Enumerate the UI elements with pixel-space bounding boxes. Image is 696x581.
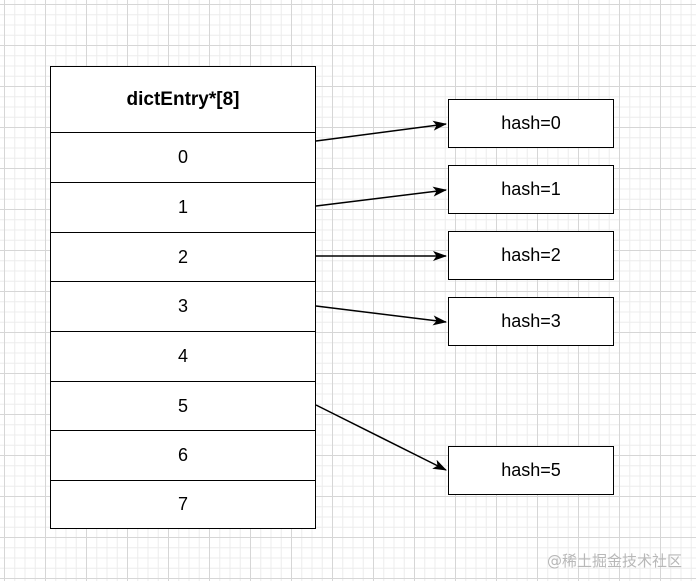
dict-entry-array: dictEntry*[8] 0 1 2 3 4 5 6 7 xyxy=(50,66,316,529)
array-slot-5: 5 xyxy=(51,381,315,430)
array-slot-4: 4 xyxy=(51,331,315,381)
array-header: dictEntry*[8] xyxy=(126,88,240,110)
array-slot-6: 6 xyxy=(51,430,315,480)
watermark-text: @稀土掘金技术社区 xyxy=(546,552,682,570)
arrow-slot-5 xyxy=(315,404,447,471)
arrow-slot-1 xyxy=(315,186,447,207)
hash-entry-box: hash=0 xyxy=(448,99,614,148)
array-slot-1: 1 xyxy=(51,182,315,232)
arrow-slot-0 xyxy=(315,120,447,142)
arrow-slot-3 xyxy=(315,305,447,326)
hash-entry-box: hash=1 xyxy=(448,165,614,214)
array-slot-2: 2 xyxy=(51,232,315,281)
hash-entry-box: hash=2 xyxy=(448,231,614,280)
hash-entry-box: hash=3 xyxy=(448,297,614,346)
hash-entry-box: hash=5 xyxy=(448,446,614,495)
array-slot-0: 0 xyxy=(51,132,315,182)
array-slot-3: 3 xyxy=(51,281,315,331)
array-slot-7: 7 xyxy=(51,480,315,528)
